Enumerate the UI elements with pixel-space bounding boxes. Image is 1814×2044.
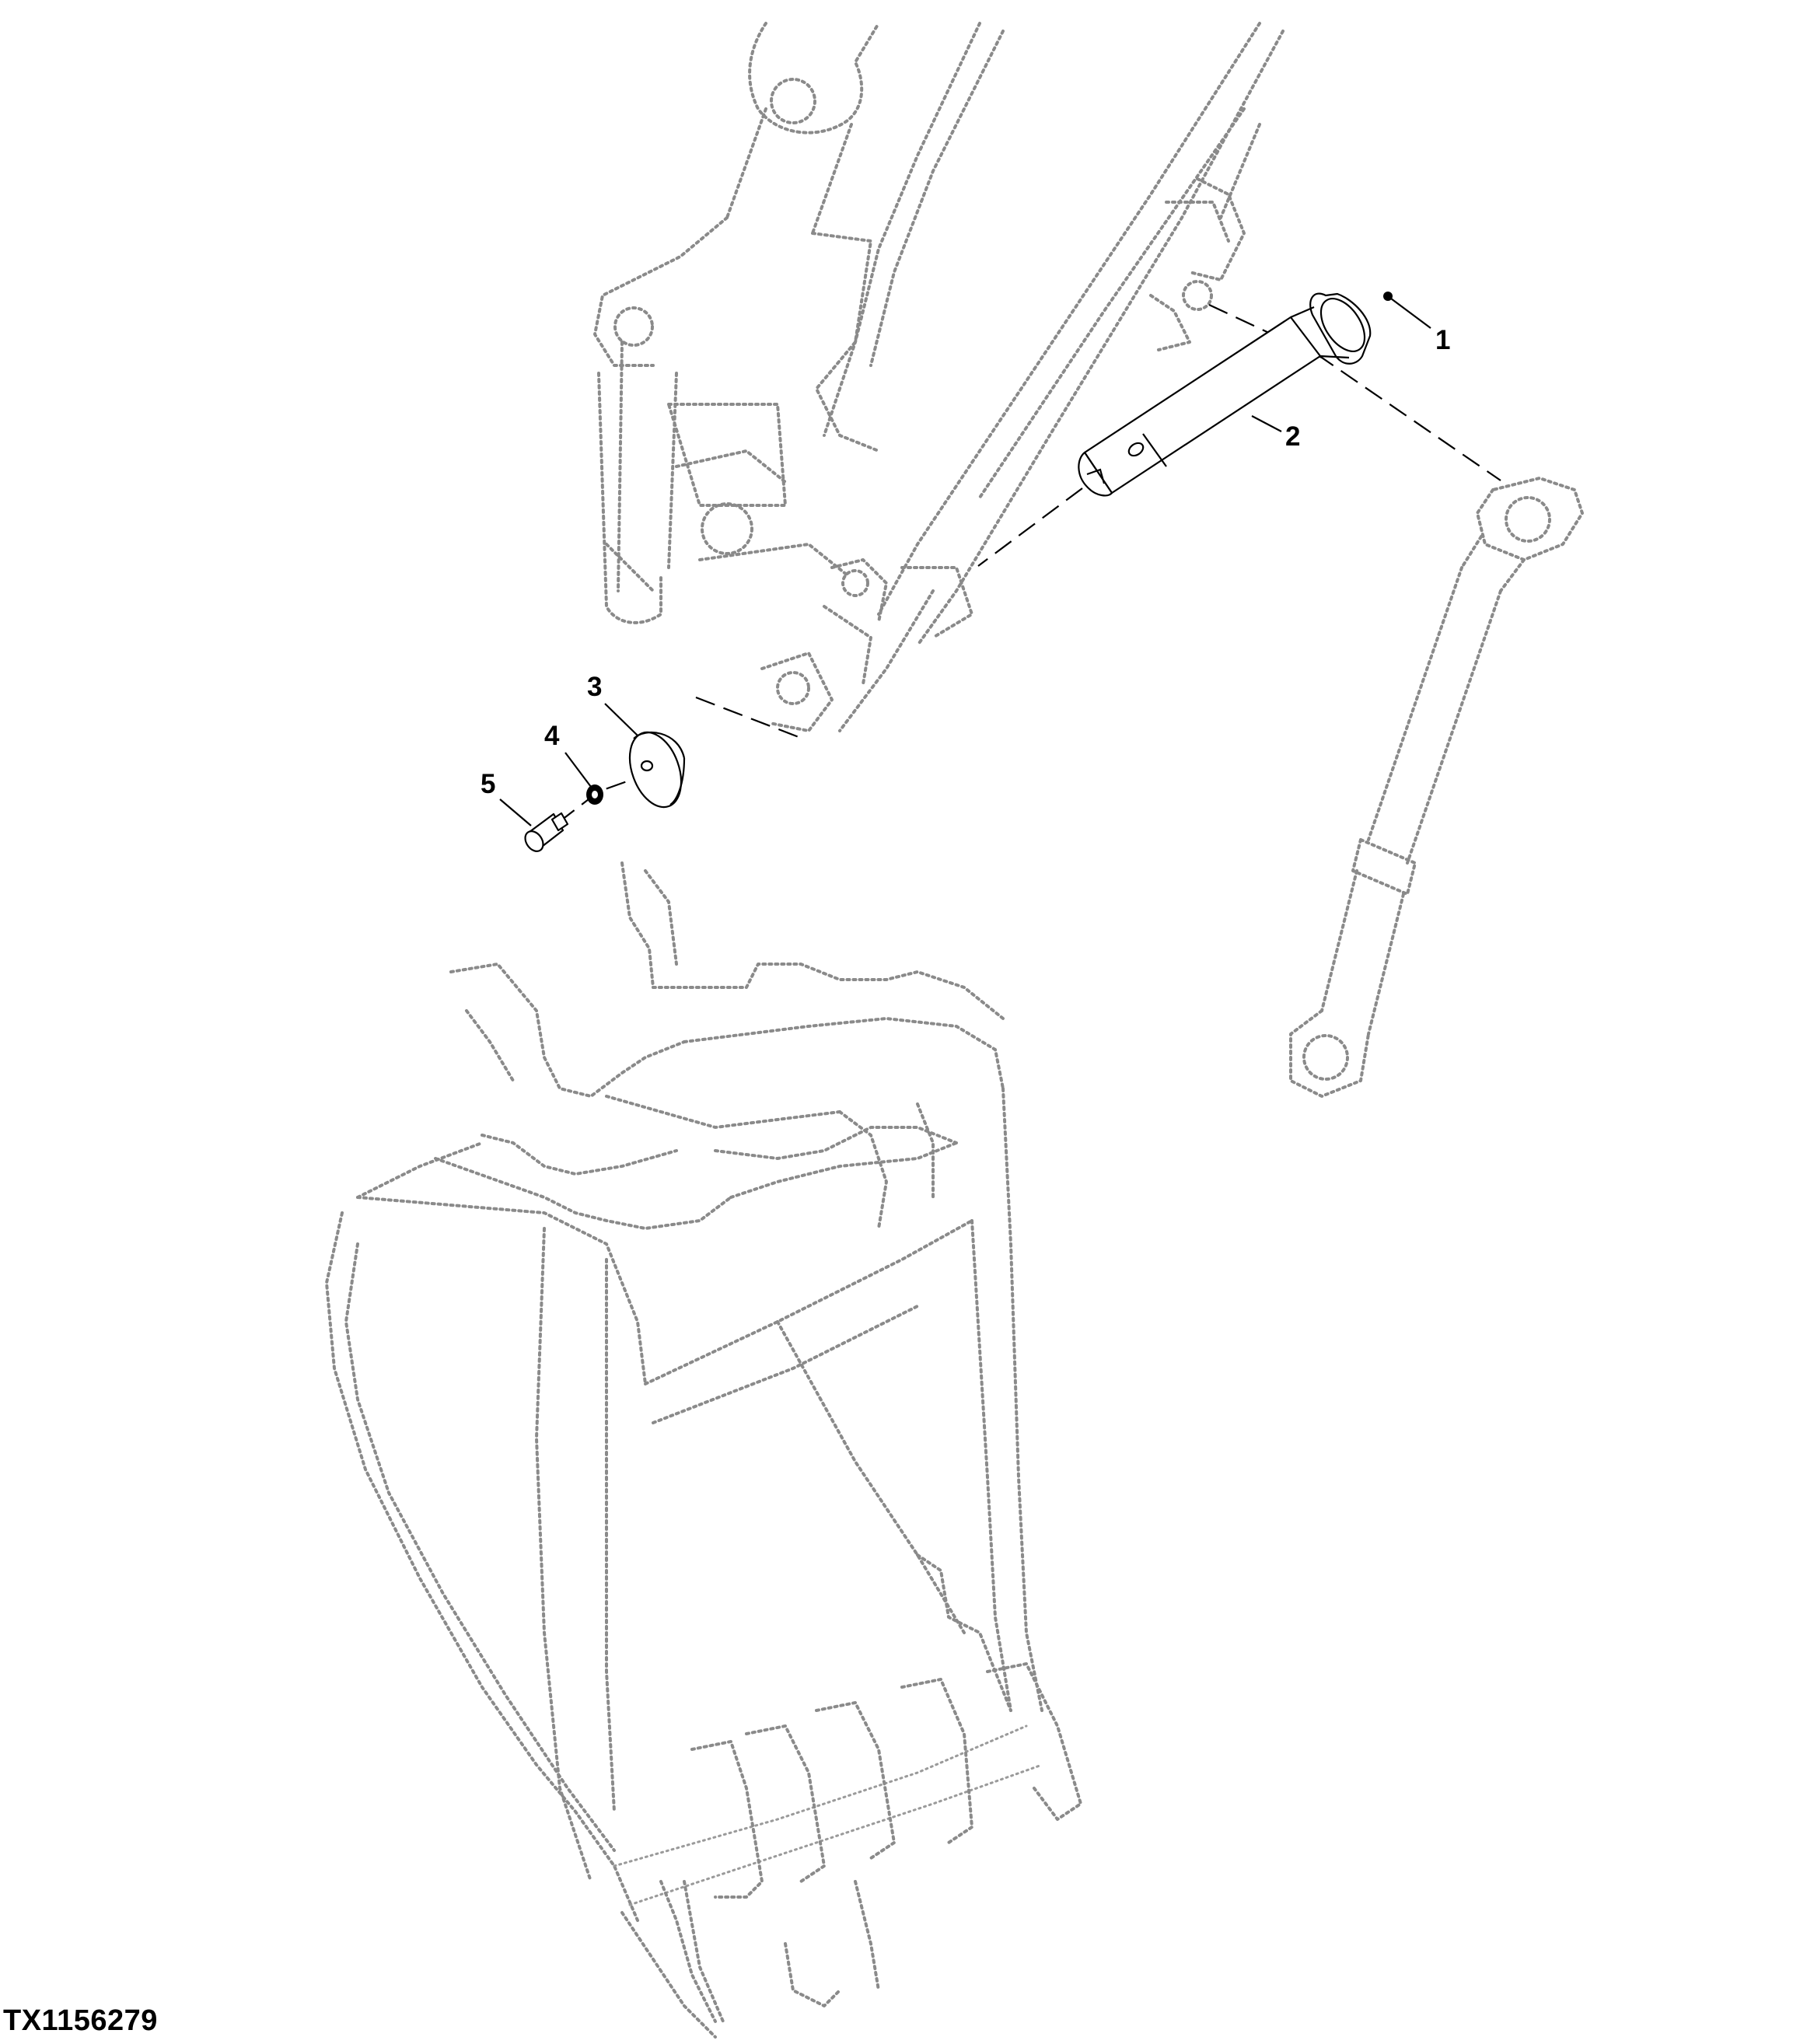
washer-axis-line: [695, 696, 806, 741]
callout-labels: 1 2 3 4 5: [481, 325, 1450, 799]
callout-2: 2: [1285, 421, 1300, 452]
leader-5: [499, 798, 532, 826]
callout-3: 3: [587, 672, 602, 702]
leader-3: [604, 703, 638, 736]
callout-leaders: [499, 298, 1431, 826]
leader-2: [1251, 415, 1282, 432]
leader-4: [564, 752, 592, 788]
lock-washer-part: [586, 784, 603, 805]
grease-fitting-part: [1383, 292, 1393, 301]
callout-4: 4: [544, 721, 560, 751]
leader-1: [1390, 298, 1431, 329]
callout-1: 1: [1435, 325, 1450, 355]
pin-part: [1078, 292, 1372, 497]
cap-screw-part: [524, 812, 569, 852]
assembly-axis-lines: [557, 304, 1501, 823]
bolt-axis-line: [557, 778, 632, 823]
washer-plate-part: [628, 731, 686, 809]
callout-5: 5: [481, 769, 495, 799]
pin-axis-line-upper: [1208, 304, 1501, 481]
stick-arm-outline: [760, 22, 1284, 732]
bucket-outline: [325, 861, 1082, 2039]
figure-id-label: TX1156279: [3, 2004, 158, 2037]
pin-axis-line-lower: [977, 487, 1083, 567]
boom-arm-outline: [593, 22, 1005, 624]
hydraulic-cylinder-outline: [1289, 477, 1584, 1098]
